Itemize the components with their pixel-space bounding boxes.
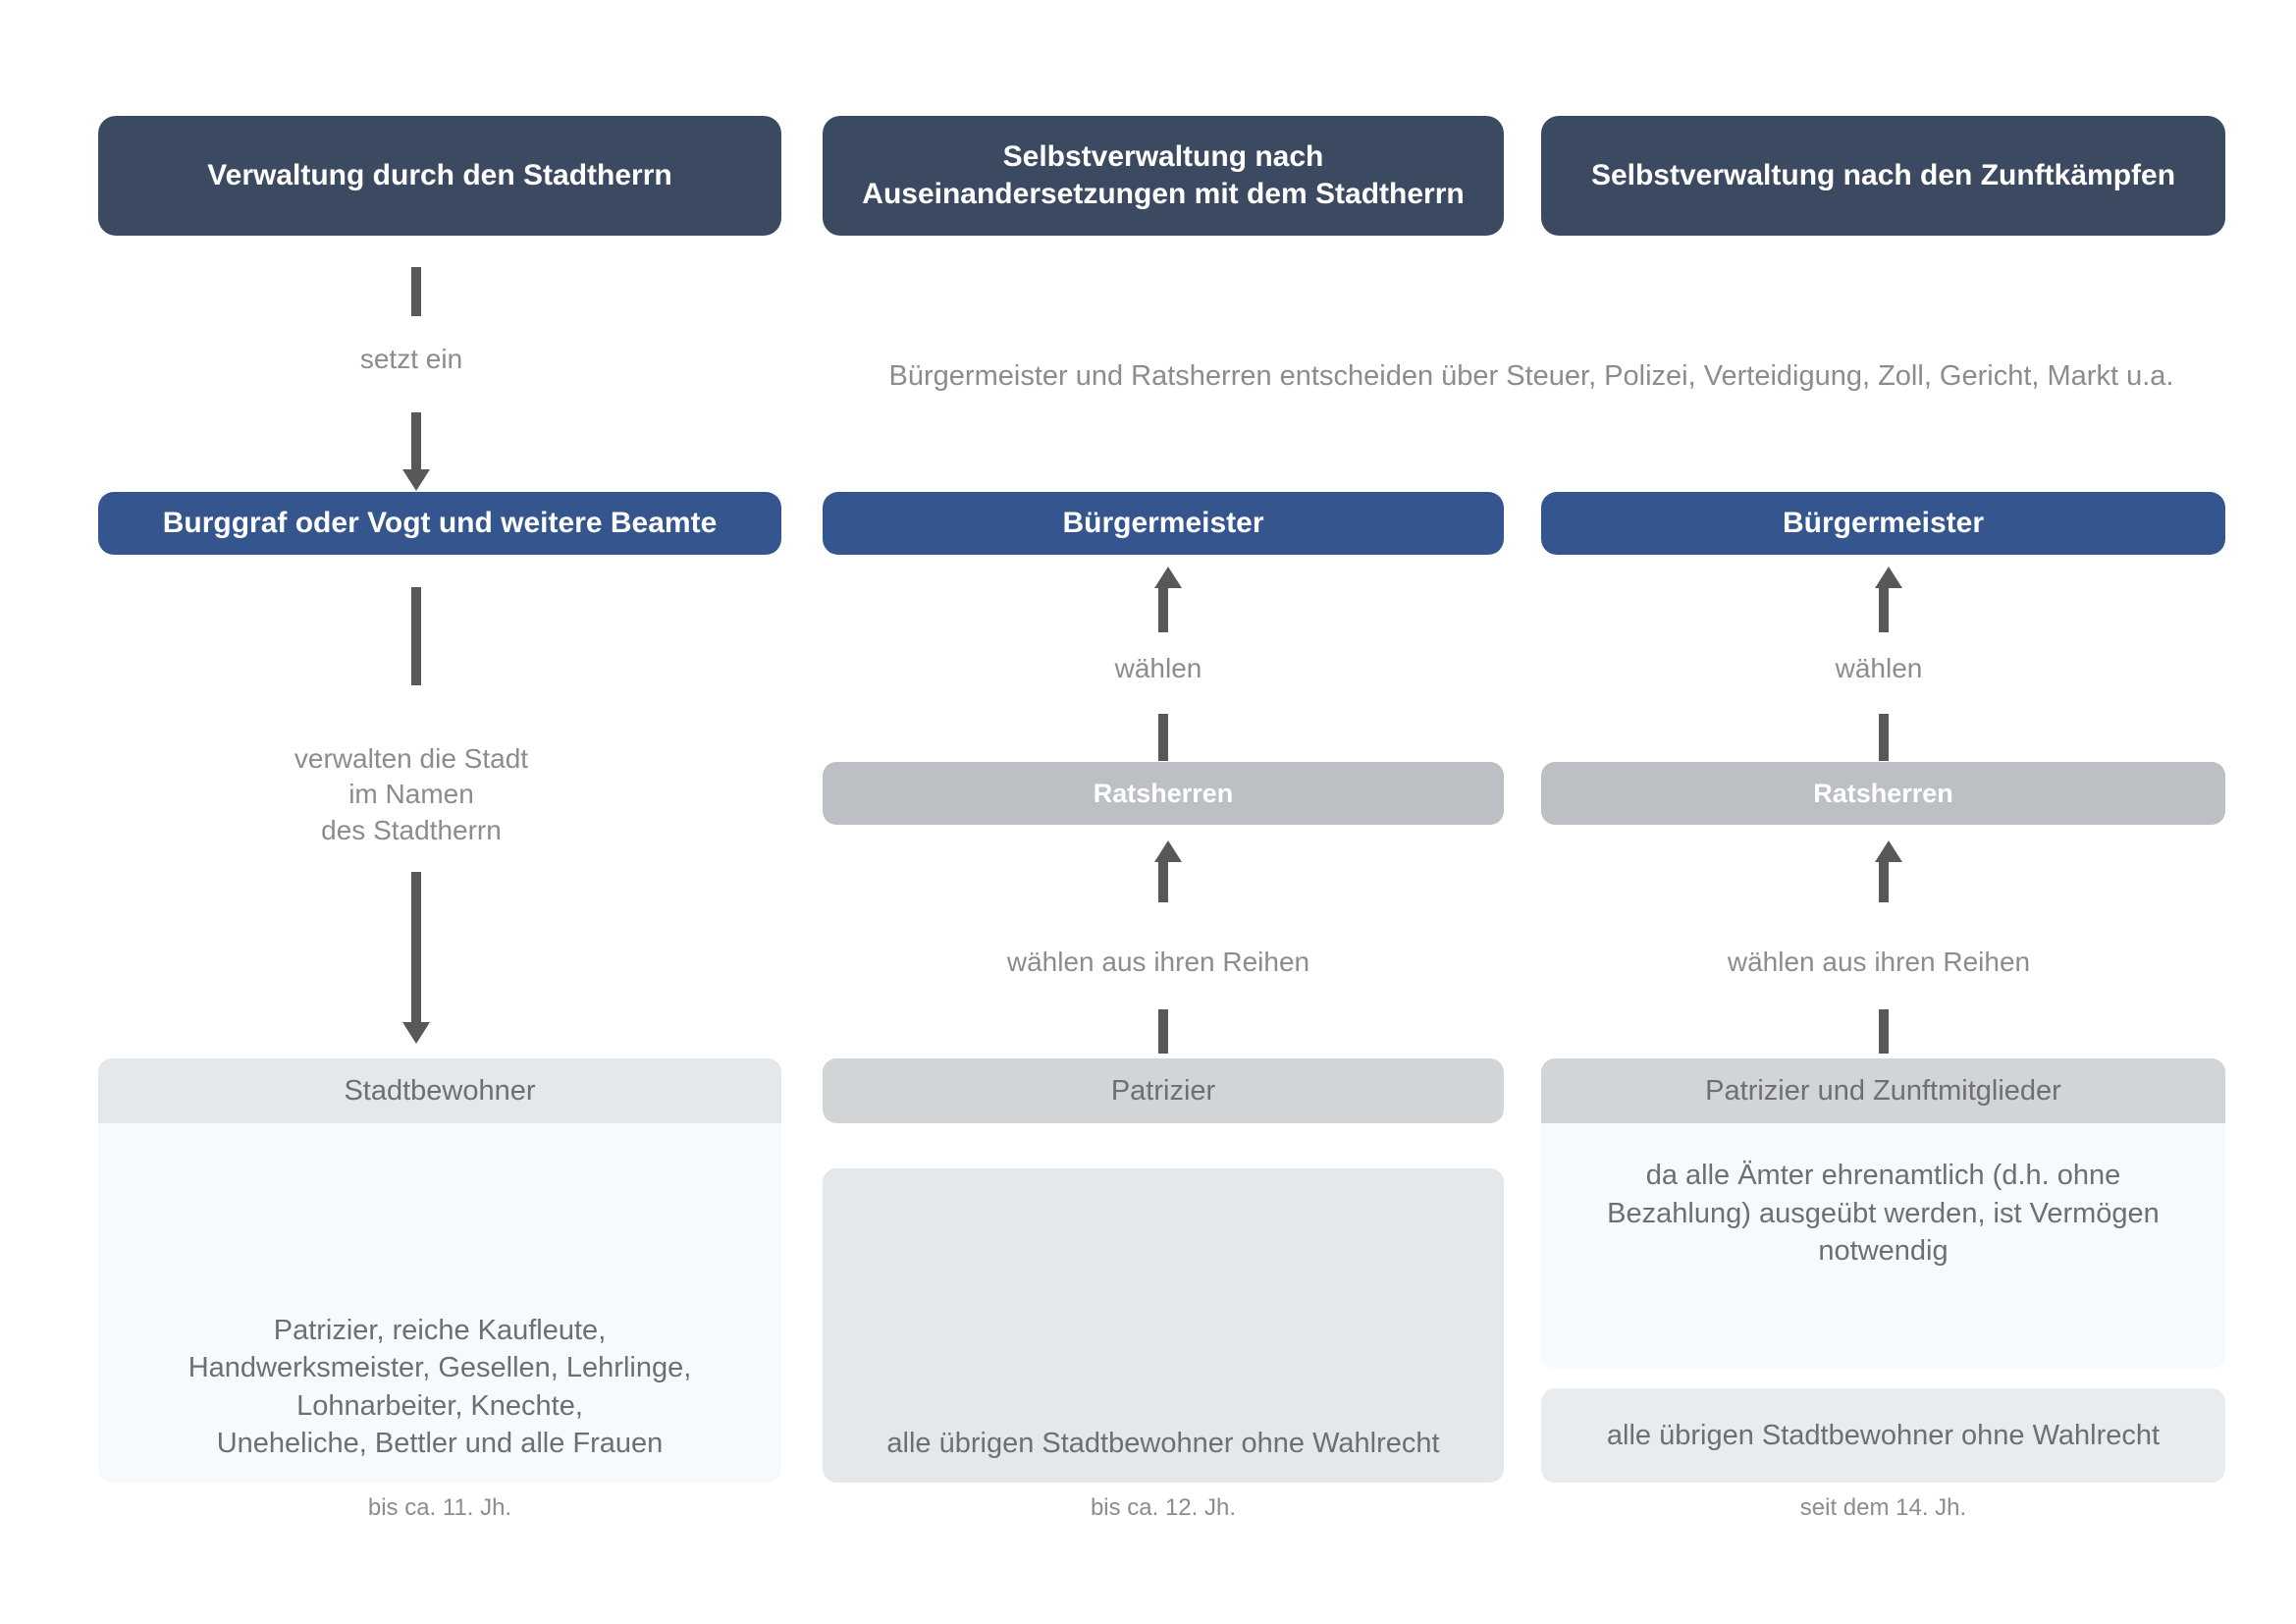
column-header-1: Verwaltung durch den Stadtherrn	[98, 116, 781, 236]
group-head-patrizier-label: Patrizier	[1110, 1074, 1216, 1107]
connector-stem-setzt-ein-lower	[411, 412, 421, 471]
connector-stem-waehlen-2-lower	[1158, 714, 1168, 761]
shared-note: Bürgermeister und Ratsherren entscheiden…	[888, 360, 2174, 392]
caption-column-2: bis ca. 12. Jh.	[1090, 1494, 1237, 1521]
connector-stem-waehlen-reihen-3-upper	[1879, 861, 1889, 902]
relation-label-verwalten: verwalten die Stadt im Namen des Stadthe…	[294, 743, 529, 845]
arrowhead-waehlen-2	[1154, 567, 1182, 588]
column-header-2-label: Selbstverwaltung nach Auseinandersetzung…	[862, 139, 1465, 210]
group-body-patrizier-label: alle übrigen Stadtbewohner ohne Wahlrech…	[886, 1428, 1440, 1460]
connector-stem-waehlen-reihen-3-lower	[1879, 1009, 1889, 1054]
column-header-1-label: Verwaltung durch den Stadtherrn	[207, 158, 672, 191]
role-box-buergermeister-2-label: Bürgermeister	[1062, 507, 1264, 539]
group-head-patrizier: Patrizier	[823, 1058, 1504, 1123]
council-box-ratsherren-3: Ratsherren	[1541, 762, 2225, 825]
group-head-stadtbewohner-label: Stadtbewohner	[344, 1074, 536, 1107]
group-body-note-patrizier-zunft-label: da alle Ämter ehrenamtlich (d.h. ohne Be…	[1607, 1160, 2160, 1268]
group-body-note-patrizier-zunft: da alle Ämter ehrenamtlich (d.h. ohne Be…	[1541, 1123, 2225, 1369]
role-box-buergermeister-3-label: Bürgermeister	[1782, 507, 1985, 539]
connector-stem-waehlen-reihen-2-upper	[1158, 861, 1168, 902]
column-header-3: Selbstverwaltung nach den Zunftkämpfen	[1541, 116, 2225, 236]
connector-stem-waehlen-3-upper	[1879, 587, 1889, 632]
group-head-patrizier-zunft: Patrizier und Zunftmitglieder	[1541, 1058, 2225, 1123]
role-box-burggraf: Burggraf oder Vogt und weitere Beamte	[98, 492, 781, 555]
relation-label-waehlen-reihen-2: wählen aus ihren Reihen	[1006, 947, 1310, 977]
group-body-patrizier: alle übrigen Stadtbewohner ohne Wahlrech…	[823, 1168, 1504, 1483]
arrowhead-waehlen-3	[1875, 567, 1902, 588]
group-body-patrizier-zunft: alle übrigen Stadtbewohner ohne Wahlrech…	[1541, 1388, 2225, 1483]
caption-column-3: seit dem 14. Jh.	[1799, 1494, 1967, 1521]
role-box-buergermeister-2: Bürgermeister	[823, 492, 1504, 555]
group-body-patrizier-zunft-label: alle übrigen Stadtbewohner ohne Wahlrech…	[1606, 1419, 2161, 1451]
connector-stem-verwalten-upper	[411, 587, 421, 685]
group-head-stadtbewohner: Stadtbewohner	[98, 1058, 781, 1123]
connector-stem-waehlen-3-lower	[1879, 714, 1889, 761]
arrowhead-waehlen-reihen-3	[1875, 840, 1902, 862]
council-box-ratsherren-2-label: Ratsherren	[1093, 778, 1234, 808]
group-body-stadtbewohner: Patrizier, reiche Kaufleute, Handwerksme…	[98, 1123, 781, 1483]
relation-label-setzt-ein: setzt ein	[359, 344, 463, 374]
relation-label-waehlen-reihen-3: wählen aus ihren Reihen	[1727, 947, 2031, 977]
role-box-burggraf-label: Burggraf oder Vogt und weitere Beamte	[162, 507, 718, 539]
arrowhead-setzt-ein	[402, 469, 430, 491]
council-box-ratsherren-3-label: Ratsherren	[1813, 778, 1953, 808]
column-header-2: Selbstverwaltung nach Auseinandersetzung…	[823, 116, 1504, 236]
caption-column-1: bis ca. 11. Jh.	[367, 1494, 512, 1521]
connector-stem-verwalten-lower	[411, 872, 421, 1024]
relation-label-waehlen-3: wählen	[1835, 653, 1923, 683]
group-body-stadtbewohner-label: Patrizier, reiche Kaufleute, Handwerksme…	[187, 1314, 692, 1460]
arrowhead-waehlen-reihen-2	[1154, 840, 1182, 862]
column-header-3-label: Selbstverwaltung nach den Zunftkämpfen	[1590, 158, 2176, 191]
role-box-buergermeister-3: Bürgermeister	[1541, 492, 2225, 555]
relation-label-waehlen-2: wählen	[1114, 653, 1202, 683]
arrowhead-verwalten	[402, 1022, 430, 1044]
connector-stem-setzt-ein-upper	[411, 267, 421, 316]
group-head-patrizier-zunft-label: Patrizier und Zunftmitglieder	[1705, 1074, 2061, 1107]
connector-stem-waehlen-2-upper	[1158, 587, 1168, 632]
council-box-ratsherren-2: Ratsherren	[823, 762, 1504, 825]
connector-stem-waehlen-reihen-2-lower	[1158, 1009, 1168, 1054]
